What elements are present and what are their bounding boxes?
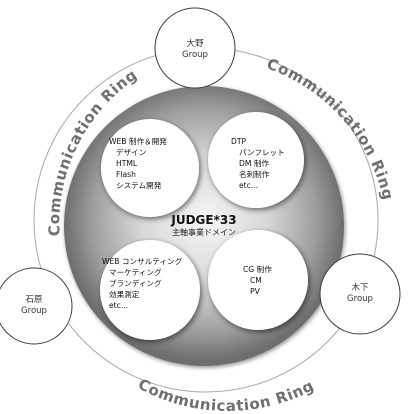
list-item: DTP — [231, 137, 246, 146]
core-title: JUDGE*33 — [170, 213, 236, 227]
ring-label-bottom: Communication Ring — [135, 375, 317, 414]
list-item: WEB 制作＆開発 — [109, 136, 167, 146]
list-item: システム開発 — [116, 181, 162, 190]
group-circle-left — [0, 267, 73, 345]
list-web-consulting: WEB コンサルティング マーケティング ブランディング 効果測定 etc... — [102, 256, 183, 310]
list-item: パンフレット — [239, 148, 285, 157]
group-top-label: Group — [182, 50, 208, 60]
list-item: PV — [250, 287, 261, 296]
group-circle-top — [154, 7, 236, 89]
bubble-web-consulting — [100, 240, 200, 340]
group-right-label: Group — [347, 294, 373, 304]
list-cg: CG 制作 CM PV — [243, 264, 272, 296]
bubble-web-production — [101, 119, 199, 217]
group-top-name: 大野 — [186, 38, 204, 49]
list-item: Flash — [116, 170, 136, 179]
group-left-name: 石原 — [25, 295, 42, 305]
list-item: CG 制作 — [243, 264, 272, 274]
group-left-label: Group — [21, 306, 47, 316]
group-right-name: 木下 — [351, 282, 369, 293]
list-web-production: WEB 制作＆開発 デザイン HTML Flash システム開発 — [109, 136, 167, 190]
list-item: etc... — [109, 301, 128, 310]
list-item: HTML — [116, 159, 138, 168]
group-circle-right — [319, 253, 401, 335]
list-item: etc... — [239, 181, 258, 190]
list-item: WEB コンサルティング — [102, 256, 183, 266]
list-item: マーケティング — [109, 267, 162, 277]
list-item: 名刺制作 — [239, 169, 270, 179]
list-item: 効果測定 — [109, 289, 140, 299]
bubble-cg — [208, 230, 308, 330]
list-item: ブランディング — [109, 278, 162, 288]
core-subtitle: 主軸事業ドメイン — [172, 227, 236, 237]
bubble-dtp — [208, 112, 304, 208]
list-item: CM — [250, 276, 262, 285]
list-item: DM 制作 — [239, 158, 269, 168]
list-item: デザイン — [116, 147, 146, 157]
list-dtp: DTP パンフレット DM 制作 名刺制作 etc... — [231, 137, 285, 190]
